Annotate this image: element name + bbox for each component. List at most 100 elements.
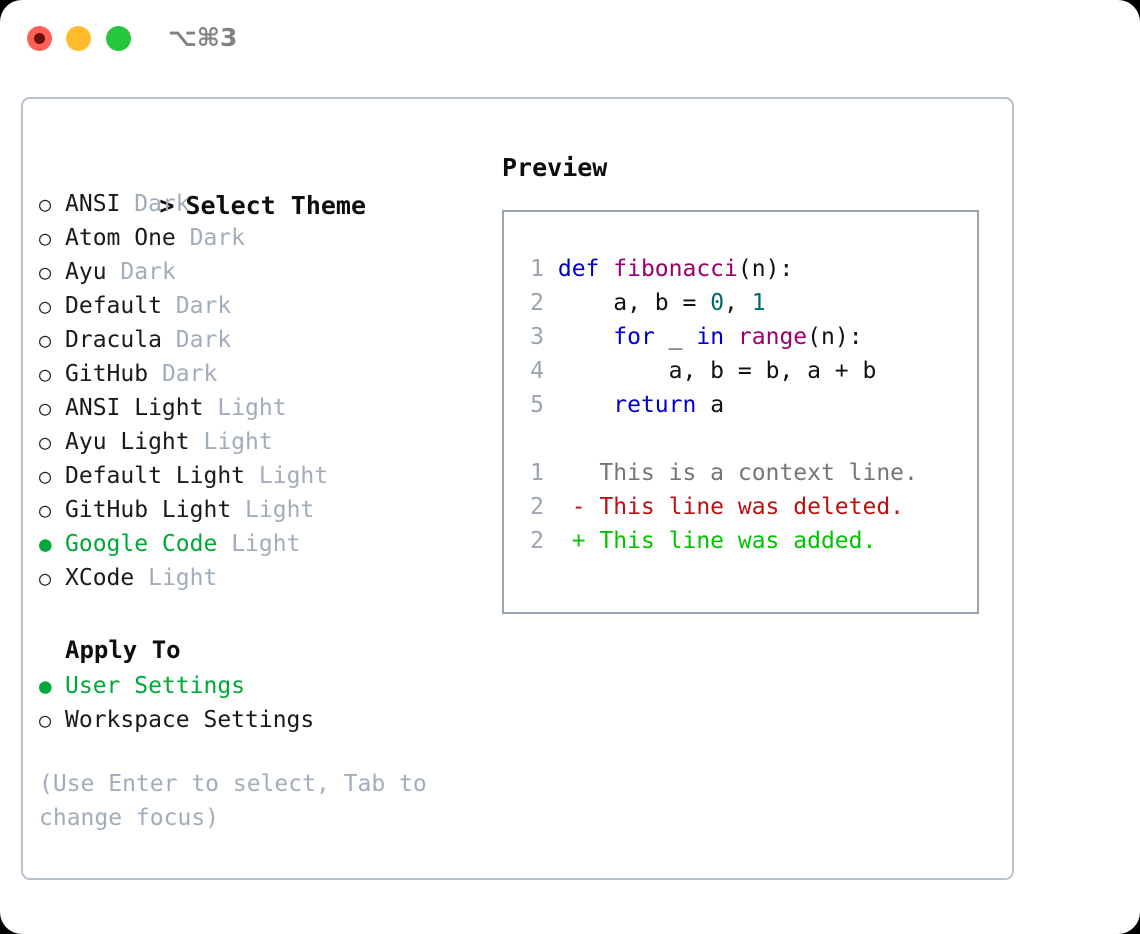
code-token: fibonacci: [613, 256, 738, 282]
theme-kind-badge: Light: [231, 531, 301, 557]
radio-unselected-icon: ○: [39, 294, 52, 318]
theme-list-item[interactable]: ○Atom One Dark: [39, 221, 479, 255]
theme-list-item[interactable]: ○Dracula Dark: [39, 323, 479, 357]
radio-unselected-icon: ○: [39, 464, 52, 488]
theme-name: ANSI: [65, 191, 121, 217]
theme-list-item[interactable]: ○ ANSI Dark: [39, 187, 479, 221]
gutter-gap: [544, 324, 558, 350]
diff-marker: +: [544, 528, 586, 554]
spacer: [162, 327, 176, 353]
theme-name: ANSI Light: [65, 395, 204, 421]
spacer: [203, 395, 217, 421]
theme-name: Google Code: [65, 531, 218, 557]
section-spacer: [39, 595, 479, 631]
line-number: 5: [530, 392, 544, 418]
code-token: [724, 324, 738, 350]
theme-kind-badge: Dark: [189, 225, 246, 251]
radio-unselected-icon: ○: [39, 192, 52, 216]
gutter-gap: [544, 290, 558, 316]
theme-name: Dracula: [65, 327, 162, 353]
code-token: for: [613, 324, 655, 350]
keyboard-hint: (Use Enter to select, Tab to change focu…: [39, 771, 441, 831]
keyboard-shortcut-label: ⌥⌘3: [168, 23, 238, 52]
apply-to-title: Apply To: [65, 636, 181, 664]
apply-to-list: ●User Settings○Workspace Settings: [39, 669, 479, 737]
theme-kind-badge: Dark: [175, 293, 232, 319]
radio-unselected-icon: ○: [39, 396, 52, 420]
diff-line: 1 This is a context line.: [520, 456, 918, 490]
theme-list-item[interactable]: ○ XCode Light: [39, 561, 479, 595]
radio-selected-icon: ●: [39, 532, 52, 556]
theme-list-item[interactable]: ○Ayu Light Light: [39, 425, 479, 459]
theme-name: Default: [65, 293, 162, 319]
theme-list-item[interactable]: ○ANSI Light Light: [39, 391, 479, 425]
code-token: a, b =: [557, 290, 711, 316]
diff-marker: [544, 460, 586, 486]
minimize-button[interactable]: [66, 26, 91, 51]
theme-name: Ayu Light: [65, 429, 190, 455]
title-bar: ⌥⌘3: [0, 0, 1140, 78]
spacer: [176, 225, 190, 251]
radio-selected-icon: ●: [39, 674, 52, 698]
gutter-gap: [544, 358, 558, 384]
caret-icon: >: [159, 191, 175, 220]
code-token: _: [654, 324, 697, 350]
theme-list-item[interactable]: ○ Default Dark: [39, 289, 479, 323]
diff-text: This line was added.: [585, 528, 877, 554]
line-number: 3: [530, 324, 544, 350]
maximize-button[interactable]: [106, 26, 131, 51]
theme-selector-column: >Select Theme ○ANSI Dark○Atom One Dark○A…: [39, 149, 479, 835]
theme-kind-badge: Light: [203, 429, 273, 455]
spacer: [107, 259, 121, 285]
theme-list-header: >Select Theme: [39, 149, 479, 220]
spacer: [120, 191, 134, 217]
theme-name: XCode: [65, 565, 135, 591]
theme-list-item[interactable]: ○GitHub Light Light: [39, 493, 479, 527]
preview-title: Preview: [502, 153, 608, 182]
theme-kind-badge: Dark: [120, 259, 176, 285]
gutter-gap: [544, 256, 558, 282]
line-number: 4: [530, 358, 544, 384]
code-token: ,: [724, 290, 752, 316]
theme-list-item[interactable]: ○GitHub Dark: [39, 357, 479, 391]
theme-name: GitHub Light: [65, 497, 232, 523]
theme-list-item[interactable]: ● Google Code Light: [39, 527, 479, 561]
apply-to-item[interactable]: ○Workspace Settings: [39, 703, 479, 737]
theme-kind-badge: Light: [148, 565, 218, 591]
apply-to-item[interactable]: ●User Settings: [39, 669, 479, 703]
line-number: 1: [530, 256, 544, 282]
code-token: [558, 324, 613, 350]
theme-kind-badge: Dark: [175, 327, 232, 353]
diff-line: 2 - This line was deleted.: [520, 490, 918, 524]
line-number: 2: [530, 494, 544, 520]
spacer: [190, 429, 204, 455]
code-token: 0: [710, 290, 725, 316]
code-token: a, b = b, a + b: [557, 358, 877, 384]
code-token: (n):: [737, 256, 794, 282]
line-number: 1: [530, 460, 544, 486]
close-icon: [34, 33, 45, 44]
theme-kind-badge: Light: [245, 497, 315, 523]
spacer: [162, 293, 176, 319]
code-line: 4 a, b = b, a + b: [520, 354, 918, 388]
code-token: range: [737, 324, 808, 350]
theme-kind-badge: Light: [258, 463, 329, 489]
code-token: (n):: [807, 324, 863, 350]
code-token: 1: [751, 290, 766, 316]
theme-name: Ayu: [65, 259, 107, 285]
code-token: a: [696, 392, 725, 418]
line-number: 2: [530, 528, 544, 554]
theme-name: Default Light: [65, 463, 246, 489]
radio-unselected-icon: ○: [39, 566, 52, 590]
theme-kind-badge: Dark: [134, 191, 190, 217]
spacer: [231, 497, 245, 523]
theme-list-item[interactable]: ○ Default Light Light: [39, 459, 479, 493]
diff-line: 2 + This line was added.: [520, 524, 918, 558]
code-line: 5 return a: [520, 388, 918, 422]
code-line: 2 a, b = 0, 1: [520, 286, 918, 320]
code-token: return: [613, 392, 697, 418]
theme-name: GitHub: [65, 361, 149, 387]
spacer: [134, 565, 148, 591]
theme-list-item[interactable]: ○Ayu Dark: [39, 255, 479, 289]
theme-name: Atom One: [65, 225, 176, 251]
